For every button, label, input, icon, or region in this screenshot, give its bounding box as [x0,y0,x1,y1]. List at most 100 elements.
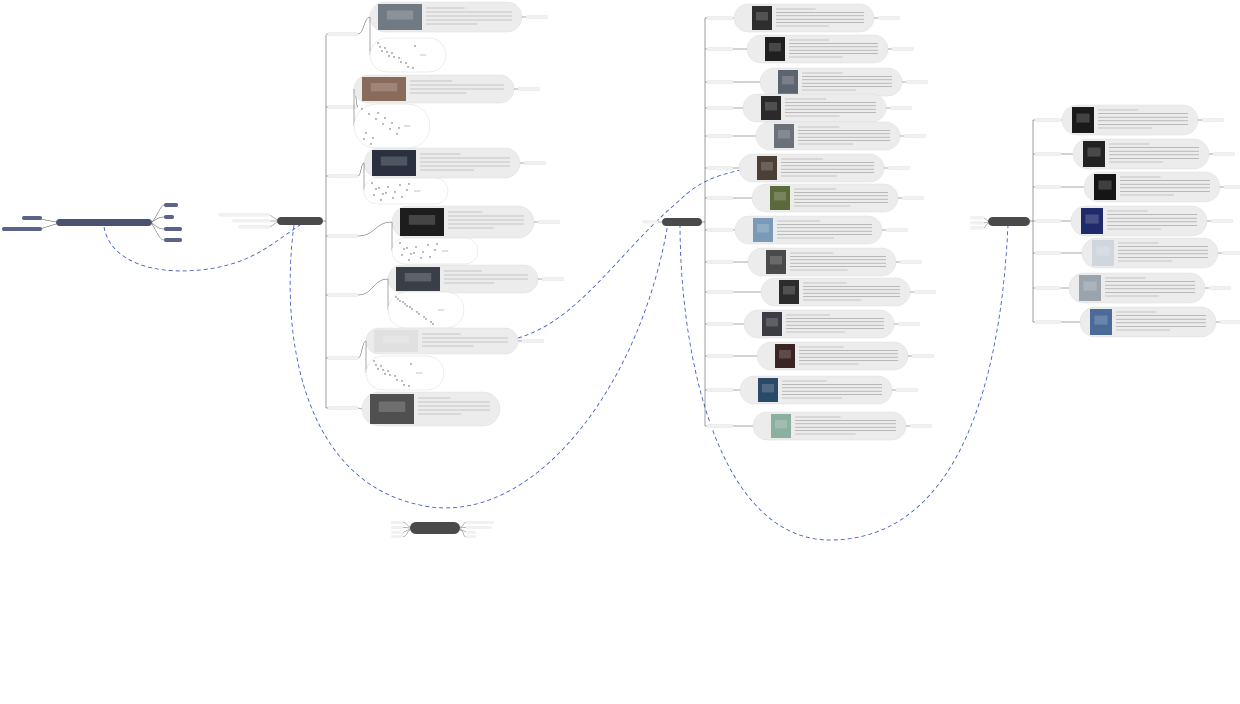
hub-1-topic-1-tag[interactable] [525,15,549,19]
hub-1-topic-2-image [362,77,406,101]
dashed-link-branch-hub2 [517,169,741,339]
hub-3-branch-label-3[interactable] [1034,185,1062,189]
hub-3-topic-5-tag[interactable] [1221,251,1240,255]
hub-3-topic-6-tag[interactable] [1208,286,1232,290]
hub-1-topic-3-image [372,150,416,176]
hub-2-topic-9-tag[interactable] [899,260,923,264]
hub-4[interactable] [410,522,460,534]
hub-1-branch-label-5[interactable] [327,293,359,297]
hub-3-branch-label-7[interactable] [1034,320,1062,324]
hub-2-branch-label-11[interactable] [706,322,734,326]
hub-1-branch-label-7[interactable] [327,406,359,410]
hub-1-branch-label-4[interactable] [327,234,359,238]
root-left-tag-1[interactable] [22,216,42,220]
hub-3-branch-label-2[interactable] [1034,152,1062,156]
hub-2-branch-label-14[interactable] [706,424,734,428]
hub-1[interactable] [277,217,323,225]
hub-3-topic-3-image [1094,174,1116,200]
hub-3-topic-5-image [1092,240,1114,266]
hub-2-topic-13-tag[interactable] [895,388,919,392]
hub-1-topic-6-subnote[interactable] [365,355,445,391]
hub-2-branch-label-2[interactable] [706,47,734,51]
hub-2-topic-2-tag[interactable] [891,47,915,51]
hub-2-topic-4-tag[interactable] [889,106,913,110]
hub-2-topic-7-image [770,186,790,210]
hub-2-branch-label-1[interactable] [706,16,734,20]
hub-2-topic-13-image [758,378,778,402]
hub-2-topic-7-tag[interactable] [901,196,925,200]
hub-2[interactable] [662,218,702,226]
hub-2-topic-3-tag[interactable] [905,80,929,84]
hub-1-topic-5-subnote[interactable] [387,291,465,329]
hub-2-branch-label-9[interactable] [706,260,734,264]
hub-2-branch-label-8[interactable] [706,228,734,232]
hub-3-branch-label-4[interactable] [1034,219,1062,223]
root-topic[interactable] [56,219,152,226]
hub-2-topic-4-image [761,96,781,120]
hub-2-topic-5-tag[interactable] [903,134,927,138]
hub-2-topic-1-image [752,6,772,30]
hub-2-topic-10-tag[interactable] [913,290,937,294]
hub-3-topic-7-image [1090,309,1112,335]
hub-2-topic-8-tag[interactable] [885,228,909,232]
root-cluster [2,203,182,242]
hub-2-branch-label-10[interactable] [706,290,734,294]
hub-1-topic-5-tag[interactable] [541,277,565,281]
hub-1-topic-2-subnote[interactable] [353,103,431,149]
hub-2-branch-label-7[interactable] [706,196,734,200]
hub-2-branch-label-5[interactable] [706,134,734,138]
hub-3-topic-1-tag[interactable] [1201,118,1225,122]
hub-2-topic-12-image [775,344,795,368]
hub-1-branch-label-1[interactable] [327,32,359,36]
hub-1-branch-label-6[interactable] [327,356,359,360]
hub-2-branch-label-12[interactable] [706,354,734,358]
hub-2-topic-10-image [779,280,799,304]
hub-2-topic-8-image [753,218,773,242]
hub-2-topic-2-image [765,37,785,61]
hub-1-topic-6-tag[interactable] [521,339,545,343]
hub-1-branch-label-3[interactable] [327,174,359,178]
hub-3-topic-3-tag[interactable] [1223,185,1240,189]
root-right-tag-2[interactable] [164,215,174,219]
dashed-link-hub2-hub3 [679,223,1009,541]
hub-2-topic-14-image [771,414,791,438]
hub-1-topic-5-image [396,267,440,291]
hub-1-topic-4-tag[interactable] [537,220,561,224]
hub-1-topic-3-tag[interactable] [523,161,547,165]
hub-2-branch-label-13[interactable] [706,388,734,392]
hub-2-topic-3-image [778,70,798,94]
hub-3[interactable] [988,217,1030,226]
hub-2-topic-6-tag[interactable] [887,166,911,170]
hub-2-topic-11-tag[interactable] [897,322,921,326]
hub-3-cluster [970,104,1240,338]
hub-1-branch-label-2[interactable] [327,105,359,109]
hub-1-topic-2-tag[interactable] [517,87,541,91]
hub-3-topic-2-tag[interactable] [1212,152,1236,156]
hub-2-branch-label-4[interactable] [706,106,734,110]
hub-2-topic-6-image [757,156,777,180]
hub-4-cluster [391,521,494,538]
root-right-tag-1[interactable] [164,203,178,207]
hub-3-topic-7-tag[interactable] [1219,320,1240,324]
hub-1-topic-7-image [370,394,414,424]
hub-1-topic-4-subnote[interactable] [391,237,479,265]
root-right-tag-3[interactable] [164,227,182,231]
hub-3-topic-1-image [1072,107,1094,133]
hub-1-topic-3-subnote[interactable] [363,177,449,205]
hub-3-branches [1032,104,1240,338]
hub-1-topic-4-image [400,208,444,236]
hub-2-branches [704,3,937,441]
hub-3-branch-label-6[interactable] [1034,286,1062,290]
hub-2-branch-label-6[interactable] [706,166,734,170]
hub-3-topic-4-tag[interactable] [1210,219,1234,223]
root-left-tag-2[interactable] [2,227,42,231]
hub-3-branch-label-1[interactable] [1034,118,1062,122]
hub-1-left-labels [218,213,278,229]
hub-2-topic-12-tag[interactable] [911,354,935,358]
hub-2-topic-1-tag[interactable] [877,16,901,20]
hub-3-branch-label-5[interactable] [1034,251,1062,255]
root-right-tag-4[interactable] [164,238,182,242]
hub-2-branch-label-3[interactable] [706,80,734,84]
hub-2-topic-14-tag[interactable] [909,424,933,428]
hub-1-topic-1-subnote[interactable] [369,37,447,73]
